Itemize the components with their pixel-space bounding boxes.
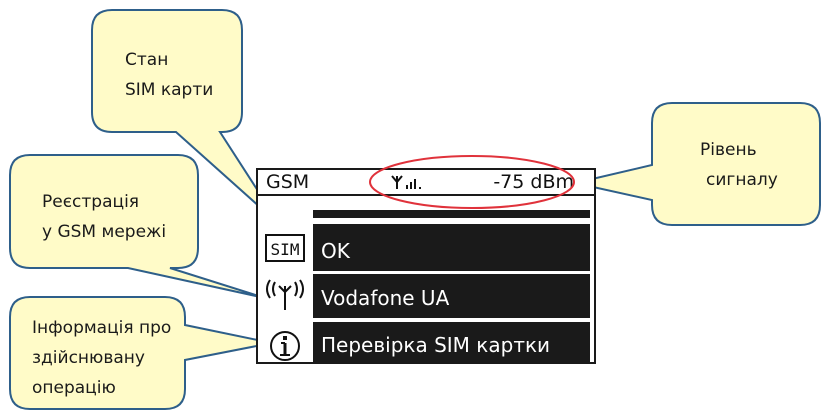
callout-sim-state: Стан SIM карти: [125, 45, 213, 105]
lcd-row-info: Перевірка SIM картки: [258, 320, 594, 370]
callout-gsm-registration: Реєстрація у GSM мережі: [42, 187, 166, 247]
svg-text:SIM: SIM: [271, 240, 300, 259]
lcd-top-bar: [313, 210, 590, 218]
signal-dbm-value: -75 dBm: [493, 171, 574, 193]
callout-gsm-registration-line2: у GSM мережі: [42, 222, 167, 242]
lcd-title: GSM: [266, 171, 310, 193]
operation-info-text: Перевірка SIM картки: [313, 322, 590, 364]
callout-signal-level: Рівень сигналу: [700, 135, 778, 195]
callout-operation-info-line1: Інформація про: [32, 318, 172, 338]
callout-signal-level-line1: Рівень: [700, 140, 757, 160]
callout-signal-level-shape: [574, 102, 821, 226]
callout-sim-state-line2: SIM карти: [125, 80, 214, 100]
gsm-lcd-screen: GSM -75 dBm SIM OK: [256, 168, 596, 364]
sim-card-icon: SIM: [265, 234, 305, 262]
sim-status-text: OK: [313, 224, 590, 271]
callout-signal-level-line2: сигналу: [706, 170, 778, 190]
gsm-antenna-icon: [266, 279, 304, 310]
callout-operation-info-line2: здійснювану: [32, 348, 145, 368]
network-operator-text: Vodafone UA: [313, 274, 590, 318]
lcd-header: GSM -75 dBm: [258, 170, 594, 196]
callout-gsm-registration-line1: Реєстрація: [42, 192, 140, 212]
antenna-signal-bars-icon: [391, 175, 421, 189]
callout-operation-info: Інформація про здійснювану операцію: [32, 313, 171, 403]
callout-operation-info-line3: операцію: [32, 378, 116, 398]
callout-sim-state-line1: Стан: [125, 50, 169, 70]
lcd-row-network: Vodafone UA: [258, 272, 594, 322]
lcd-row-sim: SIM OK: [258, 222, 594, 272]
info-icon: [270, 331, 300, 361]
